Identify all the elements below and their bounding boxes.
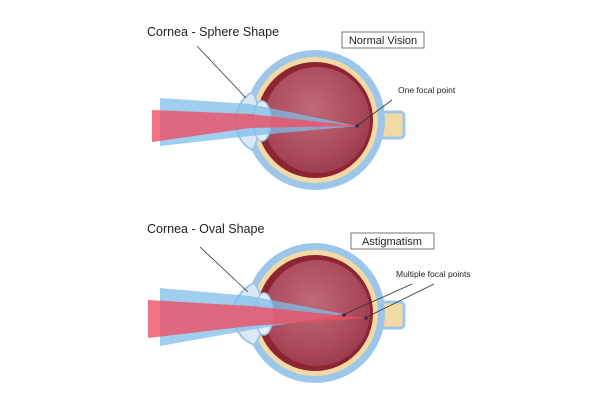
cornea-leader-bottom <box>199 246 249 293</box>
title-box-astigmatism: Astigmatism <box>350 232 435 250</box>
focal-label-bottom: Multiple focal points <box>396 269 471 279</box>
light-beam-red-bottom <box>148 300 366 338</box>
title-normal-vision: Normal Vision <box>349 35 417 47</box>
cornea-label-bottom: Cornea - Oval Shape <box>147 222 264 236</box>
light-beam-red-top <box>152 110 357 142</box>
focal-leader-bottom-2 <box>366 283 435 318</box>
focal-point-top <box>355 124 359 128</box>
focal-point-bottom-2 <box>364 316 368 320</box>
title-box-normal: Normal Vision <box>341 31 425 49</box>
title-astigmatism: Astigmatism <box>362 236 422 248</box>
astigmatism-panel: Cornea - Oval Shape Multiple focal point… <box>147 222 471 383</box>
focal-leader-bottom-1 <box>344 283 413 315</box>
normal-vision-panel: Cornea - Sphere Shape One focal point No… <box>147 25 456 190</box>
cornea-label-top: Cornea - Sphere Shape <box>147 25 279 39</box>
cornea-leader-top <box>196 45 247 99</box>
focal-label-top: One focal point <box>398 85 456 95</box>
focal-point-bottom-1 <box>342 313 346 317</box>
focal-leader-top <box>357 99 393 126</box>
